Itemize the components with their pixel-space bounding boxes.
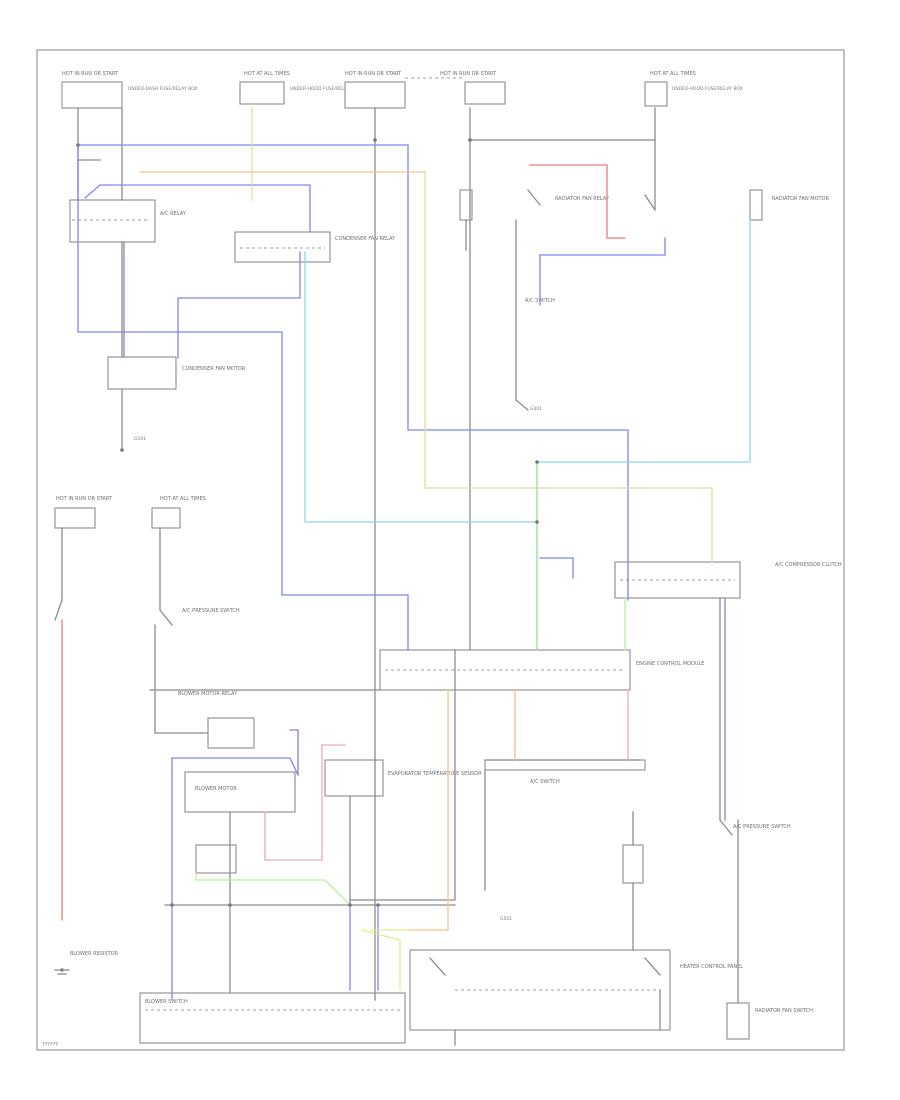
junction-nodes — [60, 138, 539, 972]
blower-switch-label: BLOWER SWITCH — [145, 999, 188, 1005]
heater-control-panel: HEATER CONTROL PANEL — [409, 949, 743, 1031]
blower-resistor-label: BLOWER RESISTOR — [70, 951, 119, 957]
ground-g3-label: G501 — [500, 916, 512, 922]
radiator-fan-relay-label: RADIATOR FAN RELAY — [555, 196, 610, 202]
fuse-top-left-label: HOT IN RUN OR START — [62, 71, 119, 77]
ac-switch: A/C SWITCH G501 — [484, 759, 646, 922]
fuse-top-center2-label: HOT IN RUN OR START — [440, 71, 497, 77]
compressor-clutch-label: A/C COMPRESSOR CLUTCH — [775, 562, 842, 568]
fuse-top-right-label: HOT AT ALL TIMES — [650, 71, 696, 77]
blower-relay: BLOWER MOTOR RELAY — [178, 691, 255, 749]
compressor-clutch-relay: A/C COMPRESSOR CLUTCH — [614, 561, 842, 599]
wires-black — [61, 107, 739, 1046]
blower-motor: BLOWER MOTOR — [184, 771, 296, 813]
ground-g2-label: G401 — [530, 406, 542, 412]
rad-switch-label: RADIATOR FAN SWITCH — [755, 1008, 813, 1014]
condenser-fan-label: CONDENSER FAN MOTOR — [182, 366, 246, 372]
fuse-top-mid-label: HOT AT ALL TIMES — [244, 71, 290, 77]
pressure-switch: A/C PRESSURE SWITCH — [182, 608, 240, 614]
switch-contacts — [54, 189, 733, 976]
evaporator-sensor-label: EVAPORATOR TEMPERATURE SENSOR — [388, 771, 482, 777]
fuse-top-right-desc: UNDER-HOOD FUSE/RELAY BOX — [672, 86, 743, 92]
fuse-top-mid-desc: UNDER-HOOD FUSE/RELAY BOX — [290, 86, 361, 92]
blower-switch: BLOWER SWITCH — [139, 992, 406, 1044]
ground-symbol — [54, 969, 70, 975]
ac-relay: A/C RELAY — [69, 199, 187, 243]
footer-id: ?????? — [42, 1042, 58, 1048]
radiator-fan-label: RADIATOR FAN MOTOR — [772, 196, 830, 202]
heater-control-label: HEATER CONTROL PANEL — [680, 964, 743, 970]
fuse-top-left-desc: UNDER-DASH FUSE/RELAY BOX — [128, 86, 198, 92]
ground-g1-label: G101 — [134, 436, 146, 442]
wires-yellow-green — [251, 107, 713, 991]
blower-relay-label: BLOWER MOTOR RELAY — [178, 691, 238, 697]
wires-green — [195, 461, 626, 906]
blower-motor-label: BLOWER MOTOR — [195, 786, 237, 792]
fuse-mid-left-label: HOT IN RUN OR START — [56, 496, 113, 502]
ac-switch-label: A/C SWITCH — [530, 779, 560, 785]
blower-resistor: BLOWER RESISTOR — [70, 844, 237, 957]
diagram-frame — [36, 49, 845, 1051]
fuse-block-top-right: HOT AT ALL TIMES UNDER-HOOD FUSE/RELAY B… — [644, 71, 743, 107]
fuse-mid-left2-label: HOT AT ALL TIMES — [160, 496, 206, 502]
wires-red — [61, 164, 629, 921]
radiator-fan-switch: RADIATOR FAN SWITCH A/C PRESSURE SWITCH — [726, 824, 813, 1040]
fuse-block-mid-left: HOT IN RUN OR START — [54, 496, 113, 529]
evaporator-sensor: EVAPORATOR TEMPERATURE SENSOR — [324, 759, 482, 797]
condenser-fan-relay: CONDENSER FAN RELAY — [234, 231, 396, 263]
wires-light-blue — [304, 219, 751, 523]
ac-relay-label: A/C RELAY — [160, 211, 187, 217]
fuse-block-mid-left2: HOT AT ALL TIMES — [151, 496, 206, 529]
fuse-block-top-left: HOT IN RUN OR START UNDER-DASH FUSE/RELA… — [61, 71, 198, 109]
ecm-label: ENGINE CONTROL MODULE — [636, 661, 704, 667]
fuse-block-top-center: HOT IN RUN OR START HOT IN RUN OR START — [344, 71, 506, 109]
pressure-switch-label: A/C PRESSURE SWITCH — [182, 608, 240, 614]
wires-orange — [139, 171, 516, 931]
fuse-top-center-label: HOT IN RUN OR START — [345, 71, 402, 77]
condenser-fan-motor: CONDENSER FAN MOTOR G101 — [107, 356, 246, 442]
engine-control-module: ENGINE CONTROL MODULE — [379, 649, 704, 691]
wires-violet — [123, 241, 726, 821]
condenser-fan-relay-label: CONDENSER FAN RELAY — [335, 236, 396, 242]
wires-blue — [77, 144, 666, 1001]
thermoswitch-label: A/C PRESSURE SWITCH — [733, 824, 791, 830]
fuse-block-top-mid: HOT AT ALL TIMES UNDER-HOOD FUSE/RELAY B… — [239, 71, 361, 105]
